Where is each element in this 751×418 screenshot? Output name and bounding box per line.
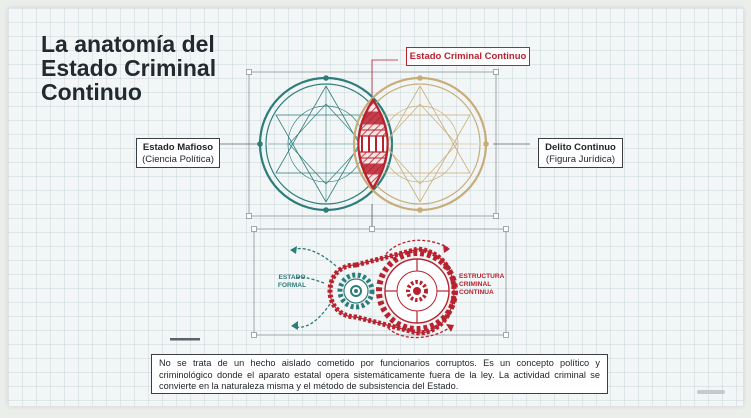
label-estado-criminal-continuo: Estado Criminal Continuo — [406, 47, 530, 66]
gear-labels: ESTADO FORMAL ESTRUCTURA CRIMINAL CONTIN… — [278, 273, 505, 296]
caption-accent — [170, 338, 200, 341]
watermark — [697, 390, 725, 394]
label-left-main: Estado Mafioso — [142, 142, 214, 153]
label-top-text: Estado Criminal Continuo — [409, 51, 527, 62]
title-line-3: Continuo — [41, 79, 142, 105]
label-right-sub: (Figura Jurídica) — [545, 154, 616, 165]
venn-diagram-icon: ESTADO FORMAL ESTRUCTURA CRIMINAL CONTIN… — [170, 59, 530, 341]
title-line-1: La anatomía del — [41, 31, 215, 57]
gear-left-label-2: FORMAL — [278, 282, 306, 289]
intersection-lens — [357, 97, 389, 191]
label-delito-continuo: Delito Continuo (Figura Jurídica) — [538, 138, 623, 168]
gear-frame — [251, 226, 509, 338]
page-title: La anatomía del Estado Criminal Continuo — [41, 32, 216, 104]
gear-right-label-1: ESTRUCTURA — [459, 273, 505, 280]
label-estado-mafioso: Estado Mafioso (Ciencia Política) — [136, 138, 220, 168]
label-left-sub: (Ciencia Política) — [142, 154, 214, 165]
gear-right-label-3: CONTINUA — [459, 289, 494, 296]
caption-box: No se trata de un hecho aislado cometido… — [151, 354, 608, 394]
gear-right-label-2: CRIMINAL — [459, 281, 491, 288]
title-line-2: Estado Criminal — [41, 55, 217, 81]
label-right-main: Delito Continuo — [545, 142, 616, 153]
chain-gears-icon — [290, 239, 458, 339]
gear-left-label-1: ESTADO — [279, 274, 306, 281]
slide: La anatomía del Estado Criminal Continuo — [8, 8, 743, 406]
